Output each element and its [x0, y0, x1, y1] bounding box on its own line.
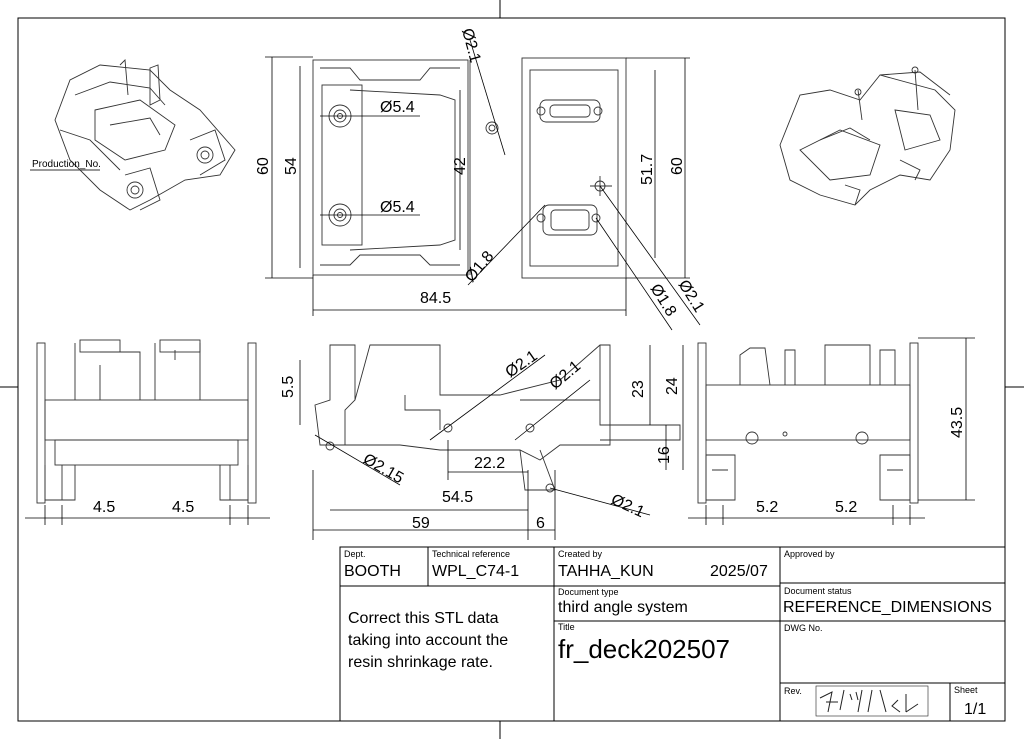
dim-side-w59: 59: [412, 515, 430, 532]
dim-front-w45b: 4.5: [172, 499, 194, 516]
doc-status-label: Document status: [784, 586, 852, 596]
dim-side-d21c: Ø2.1: [608, 491, 647, 521]
iso-view-right: [779, 66, 956, 206]
top-view-left: [312, 59, 471, 276]
title-block-grid: [339, 546, 1006, 722]
note-text: Correct this STL data taking into accoun…: [348, 608, 508, 674]
created-by-value: TAHHA_KUN: [558, 563, 654, 580]
dim-top-d18a: Ø1.8: [462, 248, 497, 286]
dim-top-h42: 42: [452, 157, 469, 175]
dim-side-w6: 6: [536, 515, 545, 532]
front-view: [36, 339, 257, 504]
tech-ref-value: WPL_C74-1: [432, 563, 520, 580]
doc-type-value: third angle system: [558, 599, 688, 616]
doc-type-label: Document type: [558, 587, 619, 597]
sheet-label: Sheet: [954, 685, 978, 695]
dim-top-w845: 84.5: [420, 290, 451, 307]
dwg-no-label: DWG No.: [784, 623, 823, 633]
doc-status-value: REFERENCE_DIMENSIONS: [783, 599, 992, 616]
dim-side-w222: 22.2: [474, 455, 505, 472]
approved-by-label: Approved by: [784, 549, 835, 559]
dim-side-d21b: Ø2.1: [547, 358, 585, 393]
top-view-right: [485, 57, 627, 279]
production-no-label: Production_No.: [32, 159, 101, 170]
signature-stamp: [815, 685, 929, 717]
title-label: Title: [558, 622, 575, 632]
dim-top-h54: 54: [283, 157, 300, 175]
dim-top-d54a: Ø5.4: [380, 99, 415, 116]
dim-rear-w52b: 5.2: [835, 499, 857, 516]
dim-front-w45a: 4.5: [93, 499, 115, 516]
created-date: 2025/07: [710, 563, 768, 580]
tech-ref-label: Technical reference: [432, 549, 511, 559]
iso-view-left: [30, 58, 236, 211]
dim-side-d21a: Ø2.1: [503, 347, 541, 381]
dim-side-h55: 5.5: [280, 376, 297, 398]
dim-rear-w52a: 5.2: [756, 499, 778, 516]
dim-top-h60: 60: [255, 157, 272, 175]
dim-rear-h435: 43.5: [949, 407, 966, 438]
dim-side-h23: 23: [630, 380, 647, 398]
note-line-2: taking into account the: [348, 632, 509, 649]
top-view-dim-lines: [265, 39, 701, 331]
dim-side-h16: 16: [656, 446, 673, 464]
rev-label: Rev.: [784, 686, 802, 696]
dim-top-d21: Ø2.1: [458, 27, 483, 65]
side-view: [314, 344, 681, 493]
dim-side-d215: Ø2.15: [360, 451, 406, 488]
rear-view: [697, 342, 919, 504]
dept-label: Dept.: [344, 549, 366, 559]
sheet-value: 1/1: [964, 701, 987, 718]
dim-side-h24: 24: [664, 377, 681, 395]
dim-top-h60r: 60: [669, 157, 686, 175]
dim-top-d54b: Ø5.4: [380, 199, 415, 216]
created-by-label: Created by: [558, 549, 603, 559]
note-line-1: Correct this STL data: [348, 610, 499, 627]
note-line-3: resin shrinkage rate.: [348, 654, 493, 671]
dim-side-w545: 54.5: [442, 489, 473, 506]
side-view-dim-lines: [299, 345, 684, 540]
front-view-dim-lines: [25, 505, 270, 525]
dim-top-h517: 51.7: [639, 154, 656, 185]
rear-view-dim-lines: [688, 337, 975, 525]
title-value: fr_deck202507: [558, 634, 731, 664]
dept-value: BOOTH: [344, 563, 401, 580]
